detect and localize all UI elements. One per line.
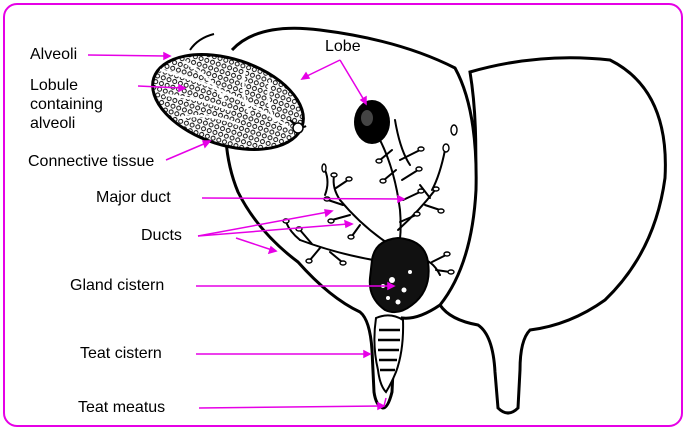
label-alveoli: Alveoli [30,46,77,64]
label-major-duct: Major duct [96,189,171,207]
label-lobe: Lobe [325,38,361,56]
label-ducts: Ducts [141,227,182,245]
lobule-stalk-end [293,123,303,133]
lobule-top-duct [190,34,214,50]
label-connective-tissue: Connective tissue [28,153,154,171]
label-lobule-line1: Lobule [30,77,78,95]
label-teat-cistern: Teat cistern [80,345,162,363]
lobe-highlight [361,110,373,126]
label-lobule-line2: containing [30,96,103,114]
right-quarter [440,58,665,413]
label-lobule-line3: alveoli [30,115,75,133]
label-gland-cistern: Gland cistern [70,277,164,295]
label-teat-meatus: Teat meatus [78,399,165,417]
